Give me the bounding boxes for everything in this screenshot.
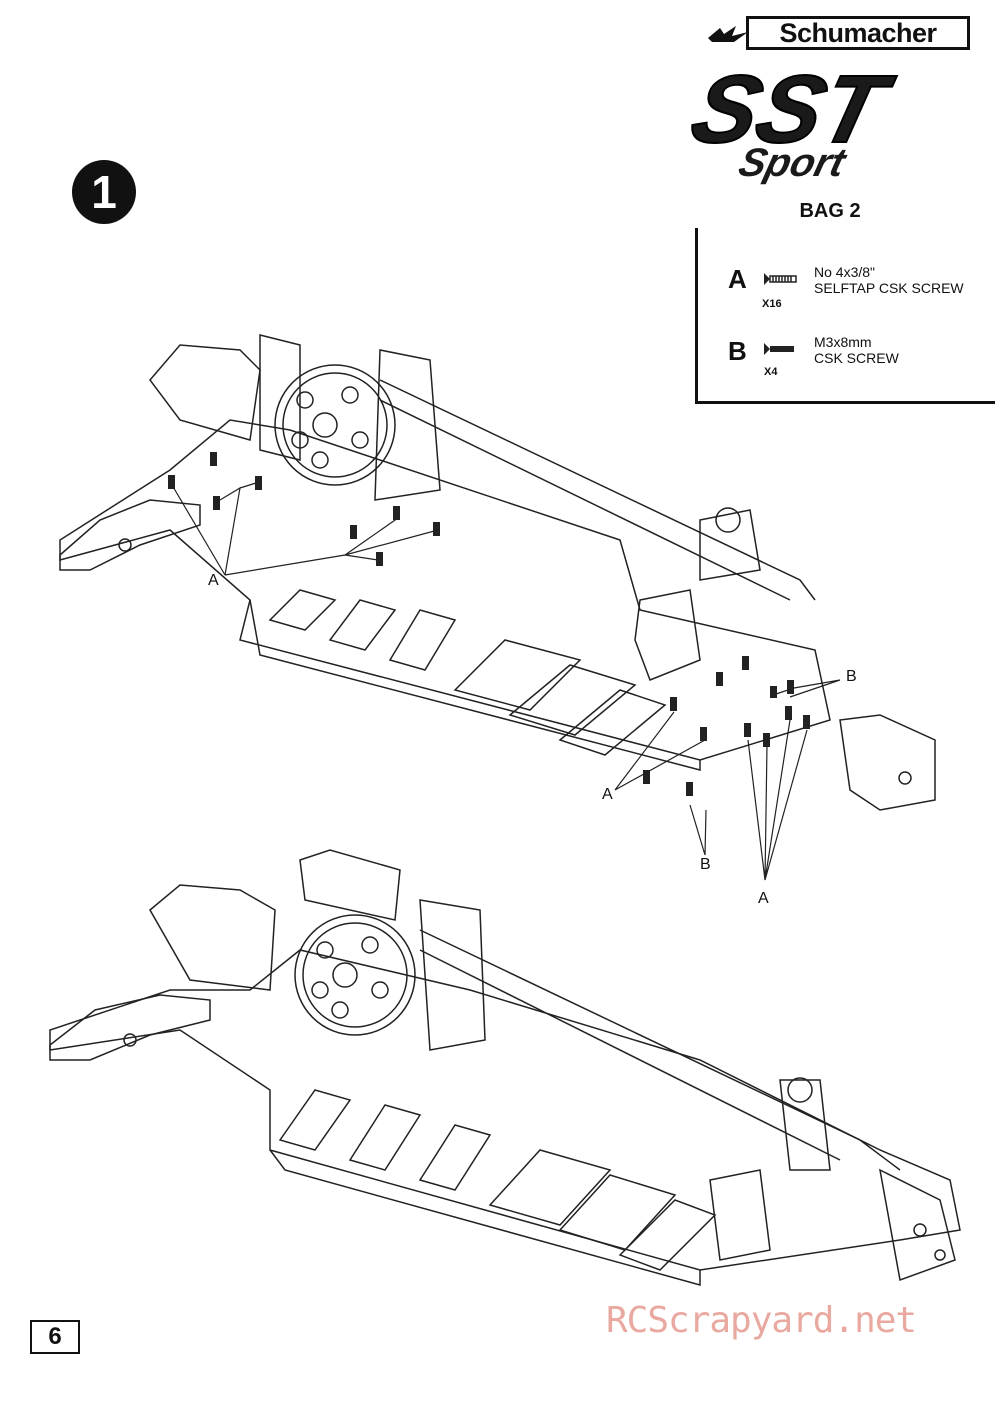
csk-screw-icon <box>764 343 794 355</box>
page-number: 6 <box>30 1320 80 1354</box>
callout-a-lower-right: A <box>758 890 769 907</box>
part-a-size: No 4x3/8" <box>814 264 876 280</box>
sst-sport-logo: SST Sport <box>681 54 950 188</box>
part-b-letter: B <box>728 336 747 366</box>
part-b-description: M3x8mm CSK SCREW <box>814 334 899 366</box>
part-b-type: CSK SCREW <box>814 350 899 366</box>
callout-b-right: B <box>846 668 857 685</box>
watermark: RCScrapyard.net <box>606 1300 917 1341</box>
callout-b-lower: B <box>700 856 711 873</box>
bird-icon <box>708 26 748 42</box>
callout-a-lower-left: A <box>602 786 613 803</box>
part-a-qty: X16 <box>762 298 782 310</box>
product-line2: Sport <box>734 140 851 185</box>
bag-title: BAG 2 <box>799 200 861 222</box>
step-number-badge: 1 <box>72 160 136 224</box>
callout-a-left: A <box>208 572 219 589</box>
schumacher-logo: Schumacher <box>700 16 970 50</box>
part-b-size: M3x8mm <box>814 334 872 350</box>
part-a-description: No 4x3/8" SELFTAP CSK SCREW <box>814 264 964 296</box>
part-b-qty: X4 <box>764 366 778 378</box>
parts-list: A X16 No 4x3/8" SELFTAP CSK SCREW B X4 M… <box>695 228 995 404</box>
selftap-screw-icon <box>764 273 797 285</box>
part-a-letter: A <box>728 264 747 294</box>
product-line1: SST <box>682 55 903 162</box>
part-a-type: SELFTAP CSK SCREW <box>814 280 964 296</box>
brand-wordmark: Schumacher <box>746 16 970 50</box>
